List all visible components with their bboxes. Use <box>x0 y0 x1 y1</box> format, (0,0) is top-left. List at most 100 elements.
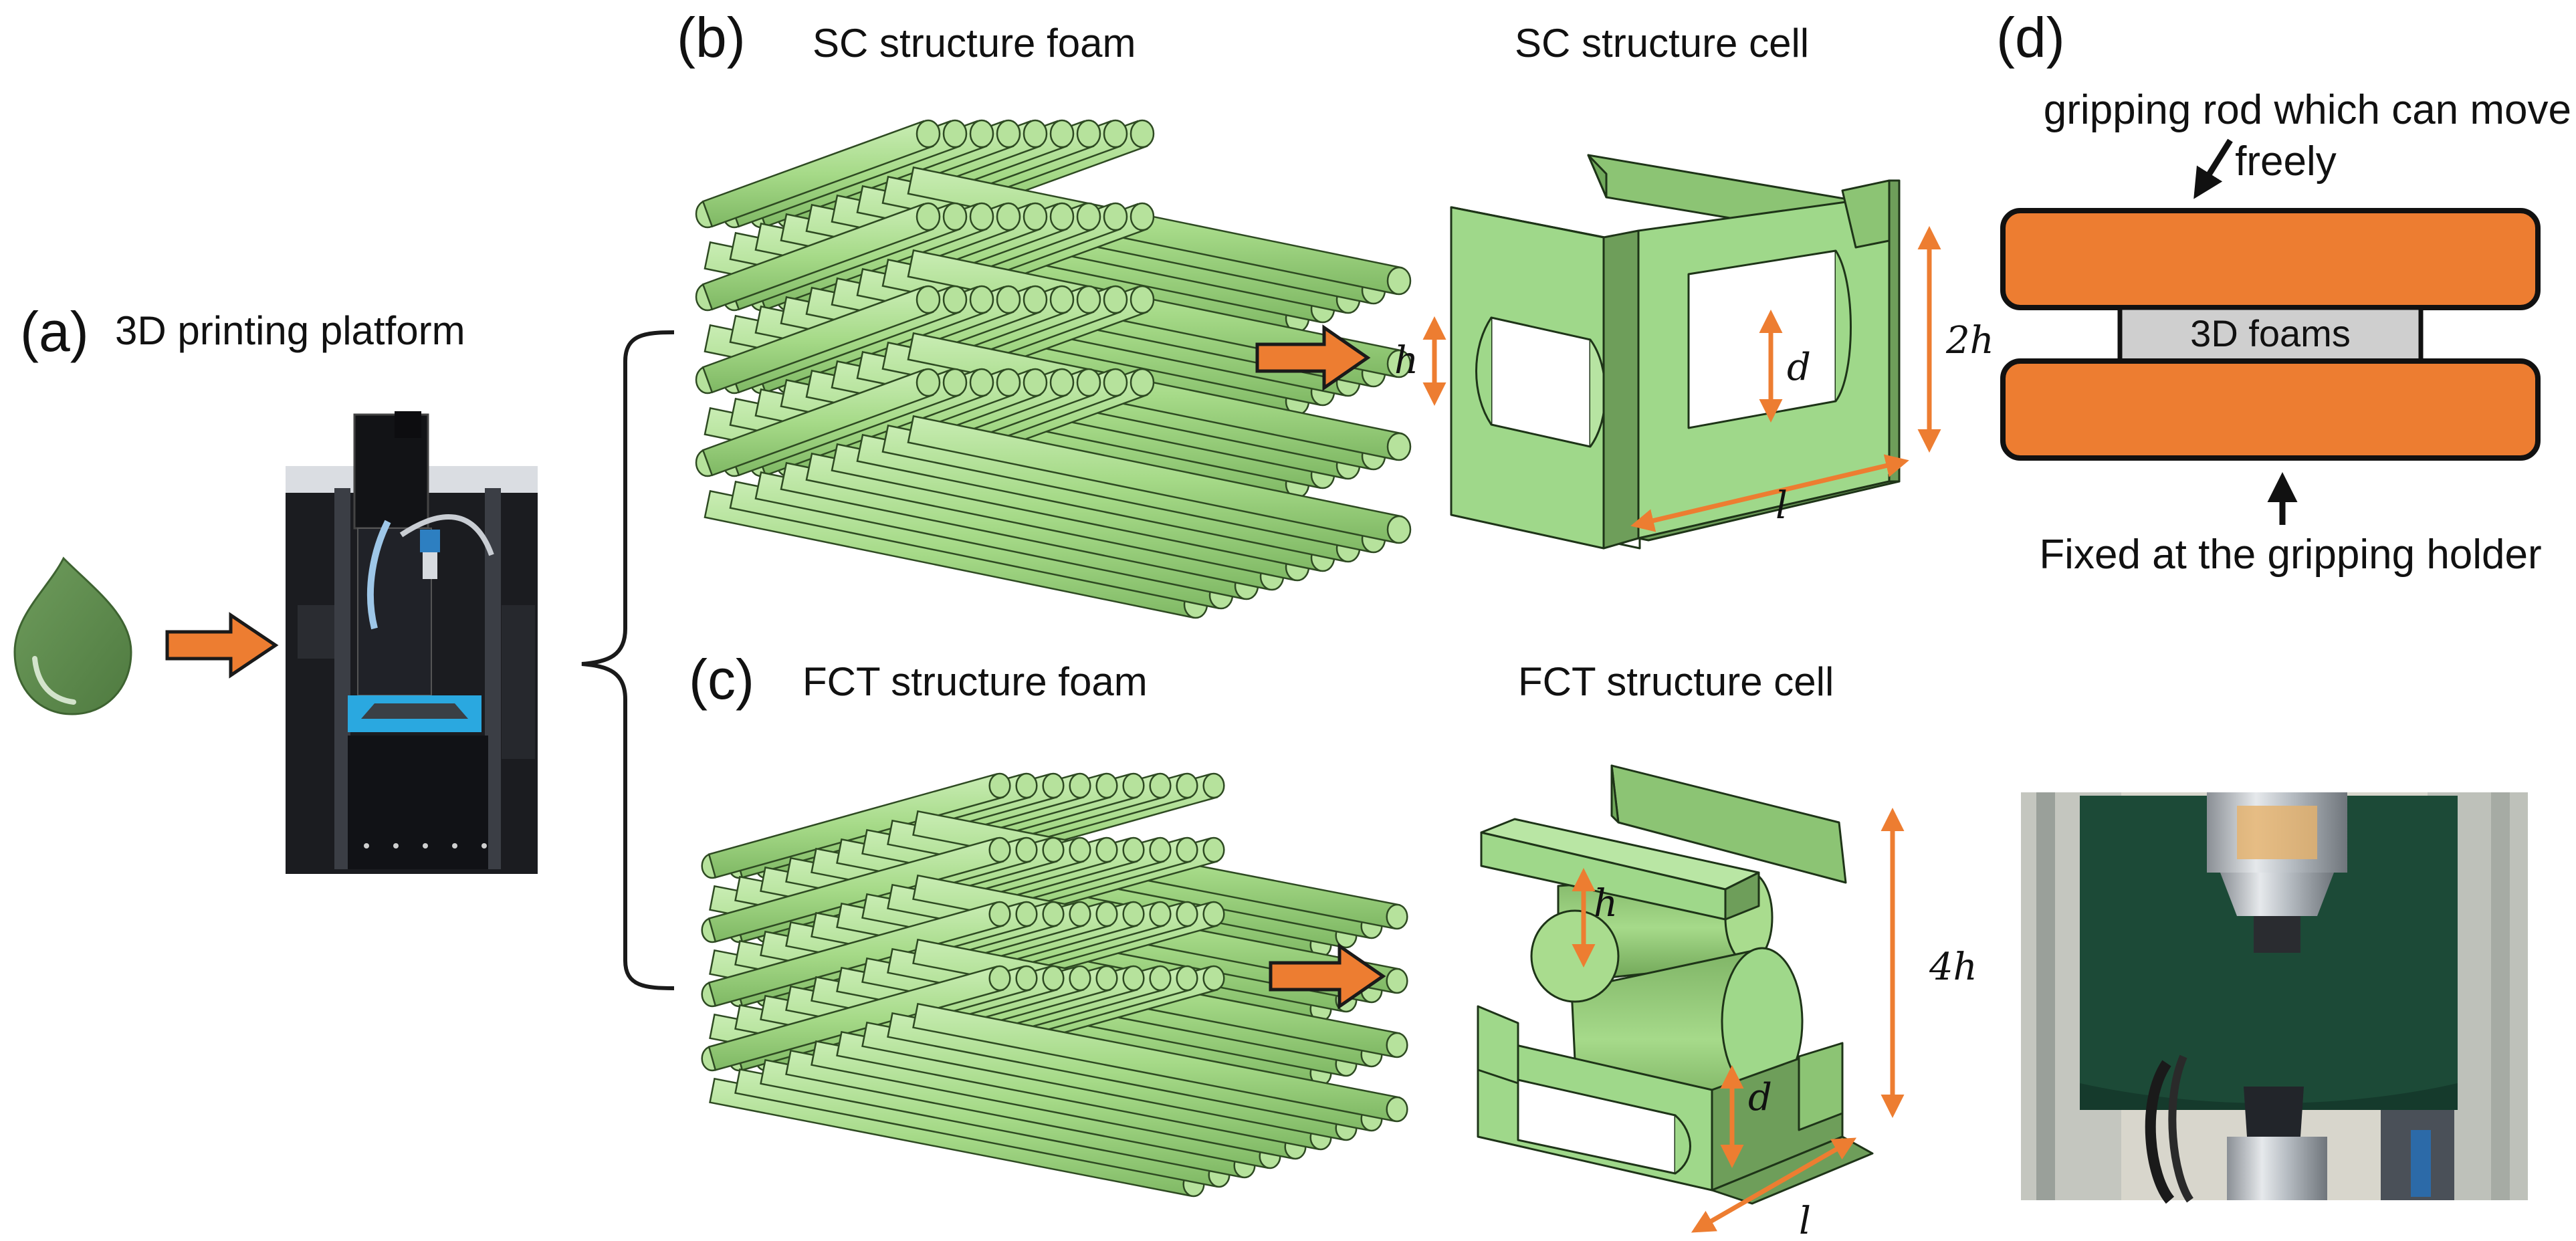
panel-a: (a) 3D printing platform <box>13 300 538 874</box>
panel-b: (b) SC structure foam SC structure cell <box>677 6 1994 619</box>
foam-rod-end <box>1069 836 1091 863</box>
foam-rod-end <box>942 285 968 314</box>
gripping-rod-label-line2: freely <box>2235 138 2337 185</box>
foam-rod-end <box>1103 202 1128 231</box>
foam-rod-end <box>969 285 994 314</box>
foam-rod-end <box>1015 836 1038 863</box>
panel-c: (c) FCT structure foam FCT structure cel… <box>689 648 1977 1241</box>
foam-rod-end <box>1176 901 1198 927</box>
sc-cell-title: SC structure cell <box>1515 21 1809 66</box>
fct-dimension-arrows <box>1572 808 1905 1233</box>
fct-process-arrow-icon <box>1269 943 1386 1010</box>
foam-rod-end <box>1386 1032 1408 1058</box>
foam-rod-end <box>1095 901 1118 927</box>
foam-rod-end <box>988 965 1011 992</box>
foam-rod-end <box>1149 772 1172 799</box>
fct-h-label: h <box>1594 882 1618 925</box>
foam-rod-end <box>1049 368 1075 397</box>
panel-b-letter: (b) <box>677 6 746 69</box>
foam-rod-end <box>1130 285 1155 314</box>
foam-rod-end <box>1202 965 1225 992</box>
foam-rod-end <box>1386 349 1412 378</box>
sc-structure-cell <box>1450 154 1901 550</box>
foam-rod-end <box>1023 285 1048 314</box>
foam-rod-end <box>988 772 1011 799</box>
sc-d-label: d <box>1787 346 1811 389</box>
foam-rod-end <box>1095 836 1118 863</box>
tensile-tester-photo <box>2021 792 2528 1204</box>
panel-a-title: 3D printing platform <box>115 308 465 353</box>
foam-rod-end <box>1042 901 1065 927</box>
fct-l-label: l <box>1799 1200 1811 1241</box>
foam-rod-end <box>1049 202 1075 231</box>
foam-rod-end <box>1042 836 1065 863</box>
foam-rod-end <box>969 368 994 397</box>
foam-rod-end <box>942 368 968 397</box>
upper-rod-pointer-icon <box>2193 138 2233 199</box>
foam-rod-end <box>942 119 968 148</box>
foam-rod-end <box>988 901 1011 927</box>
panel-b-title: SC structure foam <box>813 21 1136 66</box>
foam-rod-end <box>916 119 941 148</box>
foam-rod-end <box>1130 202 1155 231</box>
sc-l-arrow <box>1630 454 1909 532</box>
foam-rod-end <box>916 202 941 231</box>
foam-rod-end <box>1015 965 1038 992</box>
foam-rod-end <box>1176 836 1198 863</box>
sc-process-arrow-icon <box>1255 324 1371 391</box>
foam-rod-end <box>1103 119 1128 148</box>
foam-rod-end <box>1076 285 1101 314</box>
foam-rod-end <box>1103 368 1128 397</box>
foam-rod-end <box>1202 836 1225 863</box>
foam-rod-end <box>996 368 1021 397</box>
foam-rod-end <box>1122 901 1145 927</box>
foam-rod-end <box>1202 772 1225 799</box>
foam-rod-end <box>1122 965 1145 992</box>
foam-rod-end <box>1049 119 1075 148</box>
foam-rod-end <box>942 202 968 231</box>
gripping-rod-label-line1: gripping rod which can move <box>2044 87 2571 133</box>
fct-cell-title: FCT structure cell <box>1518 659 1834 704</box>
panel-c-letter: (c) <box>689 648 754 711</box>
fct-l-arrow <box>1691 1137 1857 1233</box>
foam-rod-end <box>996 285 1021 314</box>
foam-rod-end <box>1176 965 1198 992</box>
sc-structure-foam <box>696 119 1412 619</box>
foam-rod-end <box>1015 772 1038 799</box>
panel-c-title: FCT structure foam <box>802 659 1148 704</box>
foam-rod-end <box>1023 368 1048 397</box>
fixed-holder-label: Fixed at the gripping holder <box>2039 532 2541 578</box>
sc-h-label: h <box>1394 339 1418 382</box>
foam-rod-end <box>1103 285 1128 314</box>
foam-rod-end <box>988 836 1011 863</box>
foam-rod-end <box>1386 515 1412 544</box>
foam-rod-end <box>1095 965 1118 992</box>
foam-rod-end <box>1076 119 1101 148</box>
panel-d-letter: (d) <box>1996 6 2065 69</box>
printer-photo <box>286 411 538 874</box>
foam-rod-end <box>996 119 1021 148</box>
foam-rod-end <box>1122 836 1145 863</box>
foam-rod-end <box>1130 368 1155 397</box>
foam-sample-label: 3D foams <box>2190 312 2351 354</box>
foam-rod-end <box>1176 772 1198 799</box>
foam-rod-end <box>1386 968 1408 994</box>
branch-brace <box>581 330 675 990</box>
foam-rod-end <box>969 202 994 231</box>
foam-rod-end <box>1076 368 1101 397</box>
foam-rod-end <box>1095 772 1118 799</box>
foam-rod-end <box>996 202 1021 231</box>
foam-rod-end <box>1130 119 1155 148</box>
foam-rod-end <box>1386 1096 1408 1123</box>
foam-rod-end <box>1149 836 1172 863</box>
resin-droplet-icon <box>13 556 132 715</box>
foam-rod-end <box>969 119 994 148</box>
foam-rod-end <box>1122 772 1145 799</box>
panel-a-letter: (a) <box>20 300 89 363</box>
sc-l-label: l <box>1776 484 1788 528</box>
fct-structure-foam <box>702 772 1408 1198</box>
sc-dimension-arrows <box>1422 226 1941 532</box>
foam-rod-end <box>1069 772 1091 799</box>
foam-rod-end <box>916 368 941 397</box>
